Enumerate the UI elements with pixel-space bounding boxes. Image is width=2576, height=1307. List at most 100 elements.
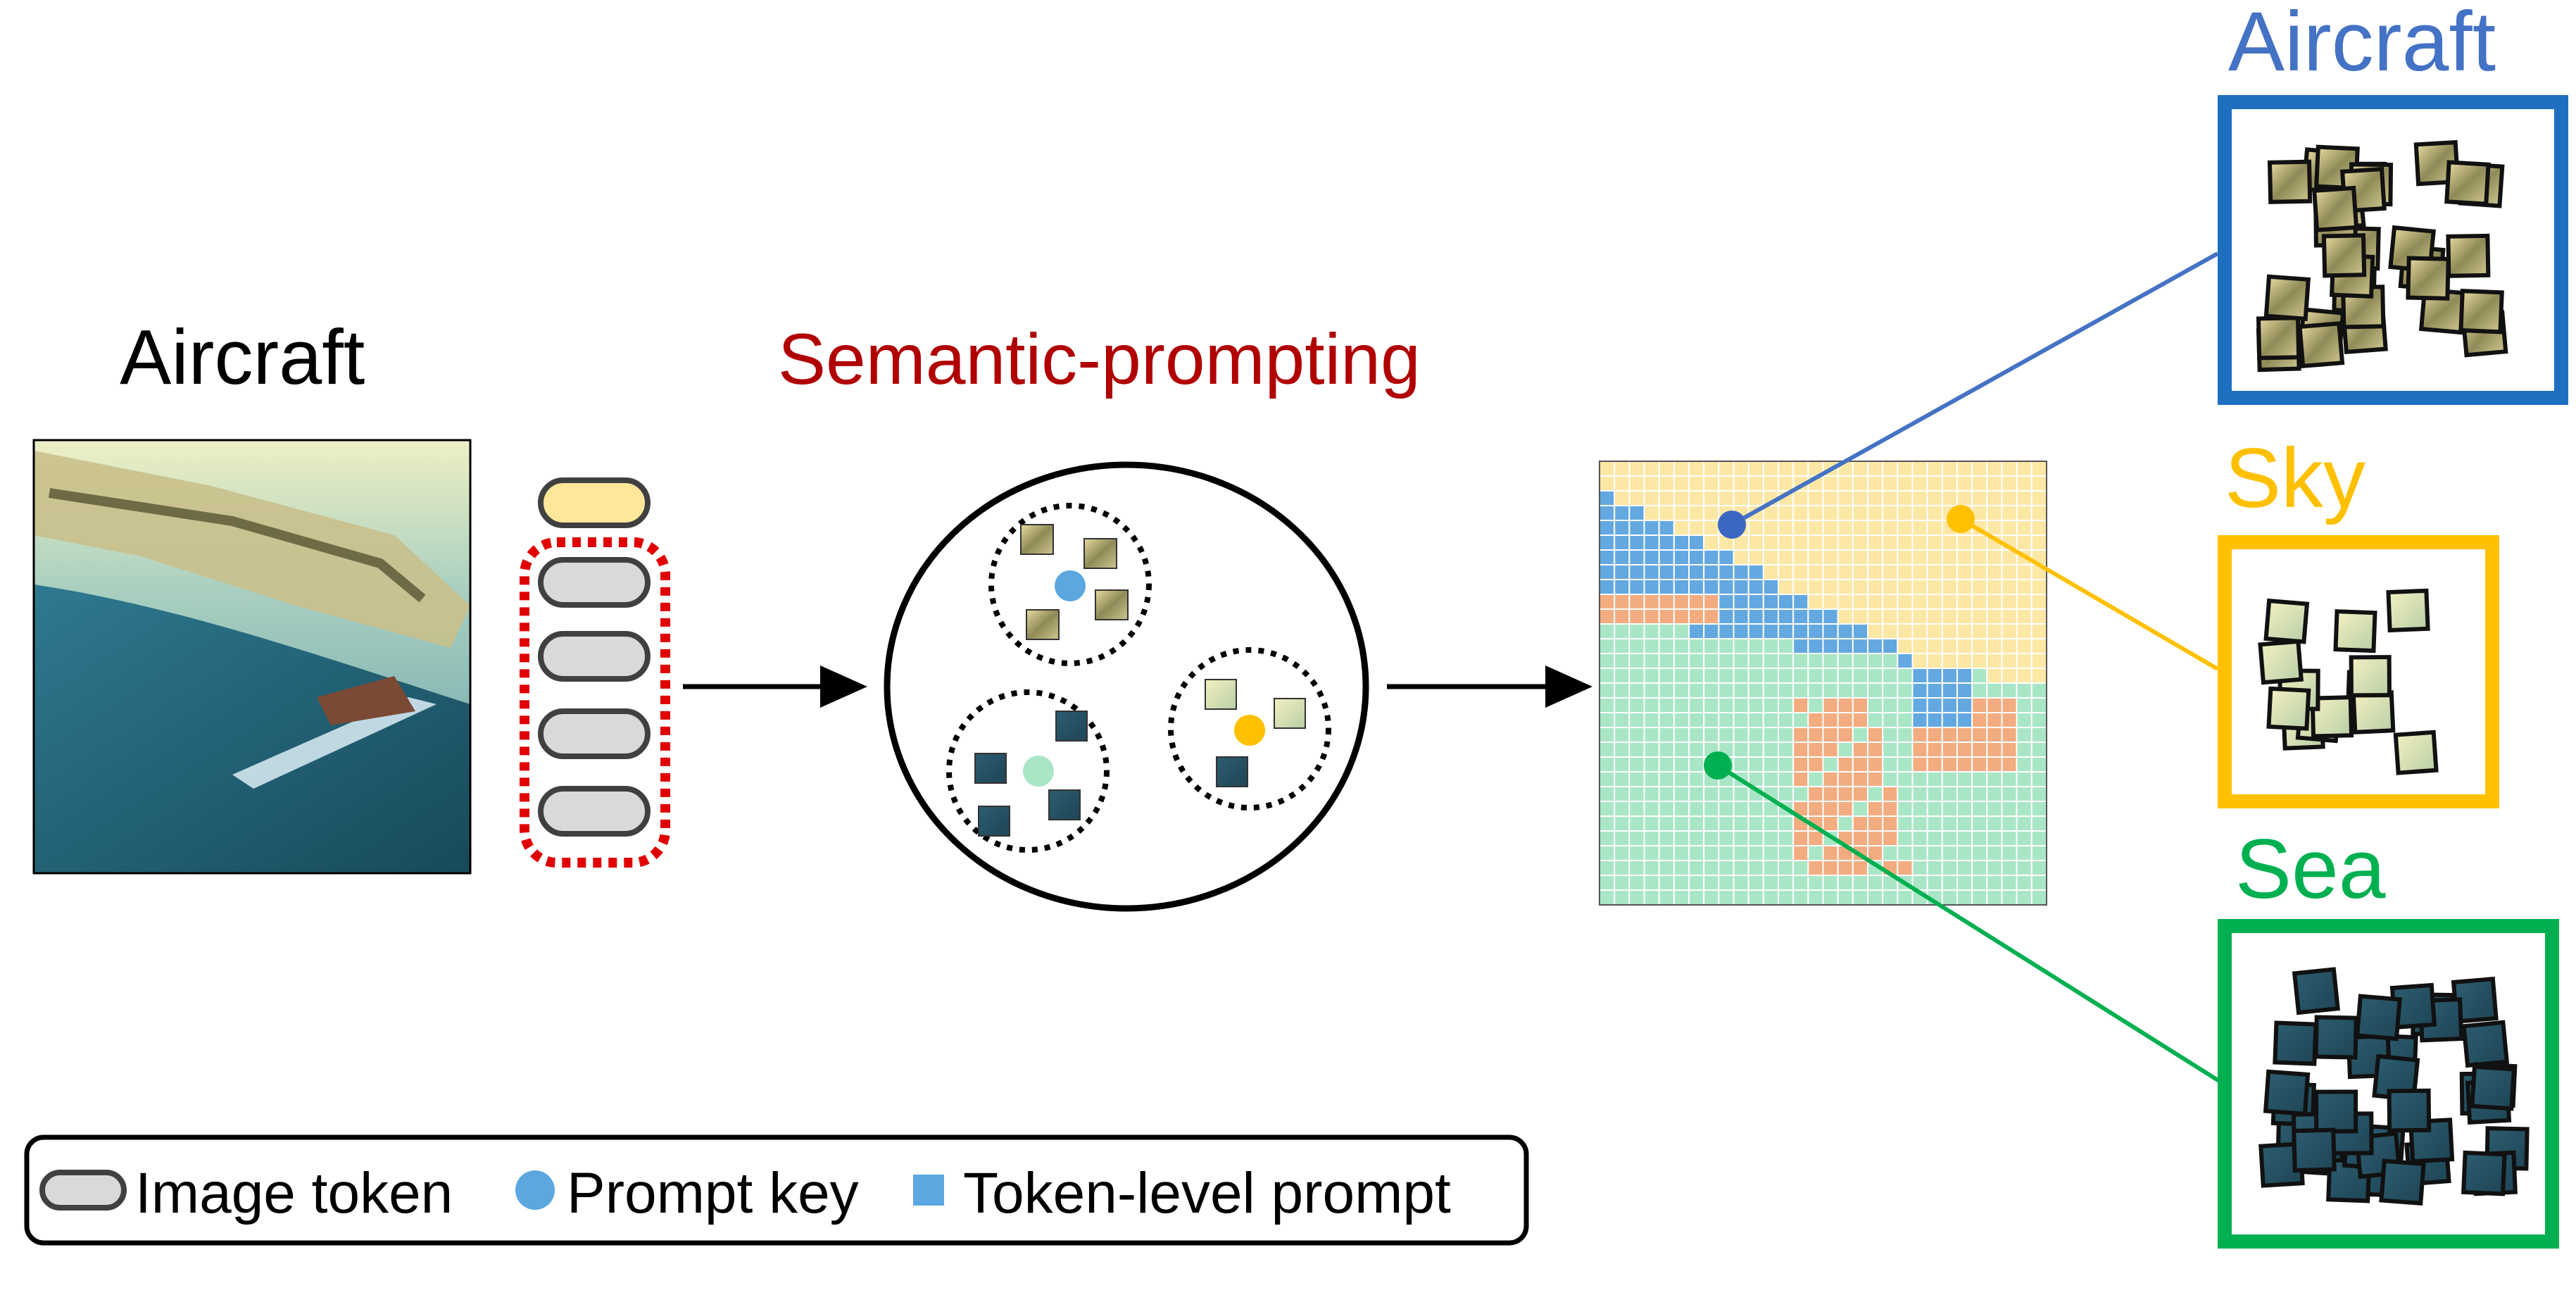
map-cell	[1956, 742, 1973, 758]
map-cell	[1658, 534, 1675, 551]
map-cell	[1807, 653, 1824, 669]
map-cell	[1747, 727, 1764, 743]
map-cell	[1941, 623, 1958, 639]
map-cell	[1941, 668, 1958, 684]
image-token	[538, 631, 651, 682]
map-cell	[1778, 461, 1795, 477]
map-cell	[1762, 549, 1779, 565]
map-cell	[2030, 786, 2047, 802]
map-cell	[1688, 697, 1705, 713]
map-cell	[1911, 608, 1928, 625]
map-cell	[1822, 608, 1839, 625]
map-cell	[1703, 520, 1720, 536]
map-cell	[2016, 490, 2032, 506]
map-cell	[1599, 490, 1616, 506]
map-cell	[1718, 594, 1735, 610]
map-cell	[1852, 623, 1868, 639]
map-cell	[1614, 815, 1631, 832]
map-cell	[1792, 727, 1809, 743]
map-cell	[1971, 815, 1988, 832]
map-cell	[1956, 697, 1973, 713]
map-cell	[1911, 697, 1928, 713]
map-cell	[1867, 786, 1884, 802]
map-cell	[1733, 786, 1749, 802]
map-cell	[1911, 771, 1928, 787]
map-cell	[2016, 830, 2032, 846]
arrow-head-icon	[1545, 665, 1592, 708]
map-cell	[1733, 579, 1749, 595]
token-patch	[2263, 1069, 2311, 1116]
map-cell	[1852, 668, 1868, 684]
map-cell	[1822, 756, 1839, 773]
map-cell	[1747, 889, 1764, 906]
cluster-sky-label: Sky	[2225, 431, 2365, 525]
map-cell	[1762, 623, 1779, 639]
map-cell	[1807, 682, 1824, 699]
map-cell	[2001, 579, 2018, 595]
map-cell	[1837, 727, 1854, 743]
token-patch	[2406, 256, 2451, 301]
map-cell	[1778, 771, 1795, 787]
map-cell	[1822, 564, 1839, 580]
map-cell	[1703, 815, 1720, 832]
map-cell	[1747, 520, 1764, 536]
map-cell	[1852, 712, 1868, 728]
map-cell	[1792, 608, 1809, 625]
semantic-prompting-circle	[884, 461, 1369, 912]
map-cell	[1956, 801, 1973, 817]
map-cell	[1926, 682, 1943, 699]
map-cell	[1778, 682, 1795, 699]
map-cell	[1956, 786, 1973, 802]
map-cell	[1628, 786, 1645, 802]
map-cell	[1628, 520, 1645, 536]
map-cell	[1852, 875, 1868, 891]
map-cell	[1778, 653, 1795, 669]
map-cell	[1911, 712, 1928, 728]
map-cell	[1628, 594, 1645, 610]
map-cell	[1792, 786, 1809, 802]
map-cell	[1822, 549, 1839, 565]
map-cell	[2001, 845, 2018, 861]
map-cell	[1837, 638, 1854, 654]
map-cell	[1733, 623, 1749, 639]
map-cell	[1762, 727, 1779, 743]
map-cell	[1762, 520, 1779, 536]
map-cell	[1956, 860, 1973, 876]
map-cell	[1971, 579, 1988, 595]
map-cell	[1673, 505, 1690, 521]
token-patch	[2354, 994, 2402, 1042]
map-cell	[1614, 845, 1631, 861]
map-cell	[1956, 668, 1973, 684]
map-cell	[1852, 475, 1868, 492]
map-cell	[1837, 712, 1854, 728]
map-cell	[1941, 771, 1958, 787]
map-cell	[2030, 579, 2047, 595]
map-cell	[1733, 490, 1749, 506]
map-cell	[1673, 889, 1690, 906]
map-cell	[1628, 801, 1645, 817]
map-cell	[1971, 623, 1988, 639]
map-cell	[1762, 653, 1779, 669]
map-cell	[1762, 712, 1779, 728]
map-cell	[1867, 564, 1884, 580]
map-cell	[1718, 475, 1735, 492]
map-cell	[1673, 712, 1690, 728]
token-patch	[2263, 274, 2311, 321]
map-cell	[1628, 697, 1645, 713]
map-cell	[1837, 475, 1854, 492]
legend-box	[24, 1134, 1529, 1246]
map-cell	[1628, 756, 1645, 773]
map-cell	[1673, 682, 1690, 699]
map-cell	[1792, 579, 1809, 595]
map-cell	[1897, 860, 1914, 876]
map-cell	[1897, 668, 1914, 684]
map-cell	[1673, 623, 1690, 639]
map-cell	[2001, 786, 2018, 802]
map-cell	[1882, 461, 1899, 477]
map-cell	[1897, 623, 1914, 639]
token-patch	[2393, 730, 2439, 775]
map-cell	[1658, 682, 1675, 699]
map-cell	[1673, 579, 1690, 595]
map-cell	[1718, 682, 1735, 699]
map-cell	[1986, 771, 2003, 787]
